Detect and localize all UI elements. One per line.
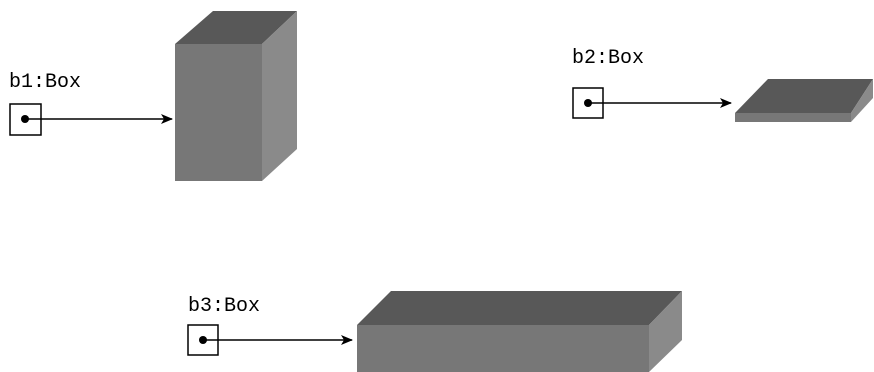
reference-b1: b1:Box — [9, 71, 173, 136]
box-top-face — [735, 79, 873, 113]
box-front-face — [175, 44, 262, 181]
reference-label: b3:Box — [188, 295, 260, 318]
box-top-face — [175, 11, 297, 44]
box-object-b3 — [357, 291, 682, 372]
box-side-face — [649, 291, 682, 372]
box-object-b1 — [175, 11, 297, 181]
box-front-face — [357, 325, 649, 372]
reference-b3: b3:Box — [187, 295, 353, 356]
reference-label: b2:Box — [572, 47, 644, 70]
reference-label: b1:Box — [9, 71, 81, 94]
box-side-face — [262, 11, 297, 181]
box-top-face — [357, 291, 682, 325]
box-side-face — [851, 79, 873, 122]
box-front-face — [735, 113, 851, 122]
reference-b2: b2:Box — [572, 47, 732, 119]
box-object-b2 — [735, 79, 873, 122]
